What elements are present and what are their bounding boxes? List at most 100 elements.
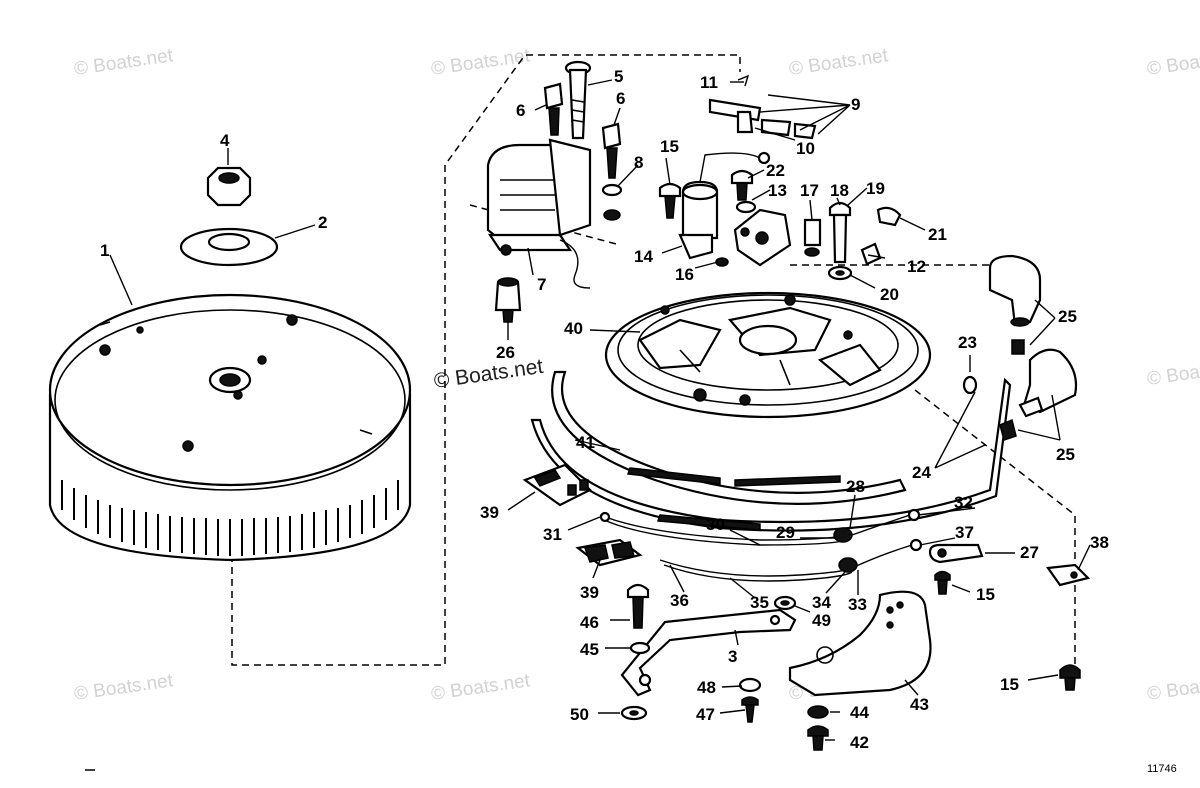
part-label-41: 41 — [576, 433, 595, 452]
part-label-16: 16 — [675, 265, 694, 284]
part-label-26: 26 — [496, 343, 515, 362]
clip-9 — [708, 98, 817, 140]
part-label-32: 32 — [954, 493, 973, 512]
part-label-11: 11 — [700, 73, 718, 92]
spark-plug-boot-25b — [999, 348, 1078, 441]
watermark-center: © Boats.net — [432, 355, 544, 393]
screw-47 — [741, 696, 759, 723]
nut-4 — [206, 166, 252, 207]
part-label-6: 6 — [616, 89, 625, 108]
connector-39a — [522, 463, 592, 507]
part-label-9: 9 — [851, 95, 860, 114]
washer-8 — [601, 183, 623, 221]
clip-21 — [876, 206, 902, 227]
leader-lines — [109, 79, 1091, 741]
screw-6b — [601, 122, 622, 179]
part-label-45: 45 — [580, 640, 599, 659]
clip-38 — [1046, 563, 1091, 587]
watermark: © Boats.net — [1146, 355, 1200, 390]
condenser-14 — [678, 151, 771, 260]
part-label-24: 24 — [912, 463, 931, 482]
part-label-22: 22 — [766, 161, 785, 180]
washer-2 — [179, 227, 279, 267]
part-label-39: 39 — [580, 583, 599, 602]
watermark: © Boats.net — [788, 45, 890, 80]
ignition-coil-7 — [486, 138, 592, 289]
part-label-43: 43 — [910, 695, 929, 714]
retainer-ring-24 — [530, 377, 1012, 532]
flywheel — [48, 293, 412, 562]
watermark: © Boats.net — [1146, 670, 1200, 705]
figure-number: 11746 — [1147, 763, 1177, 775]
part-label-39: 39 — [480, 503, 499, 522]
spring-23 — [962, 375, 978, 395]
part-label-48: 48 — [697, 678, 716, 697]
throttle-arm-3 — [620, 608, 797, 697]
part-label-1: 1 — [100, 241, 109, 260]
part-label-5: 5 — [614, 67, 623, 86]
spring-11 — [737, 74, 750, 87]
screw-15a — [658, 182, 682, 219]
part-label-2: 2 — [318, 213, 327, 232]
part-label-21: 21 — [928, 225, 947, 244]
screw-42 — [807, 725, 829, 751]
breaker-points — [715, 208, 792, 267]
watermark: © Boats.net — [73, 45, 175, 80]
washer-20 — [827, 265, 853, 281]
part-label-15: 15 — [1000, 675, 1019, 694]
screw-15c — [1059, 664, 1081, 691]
part-label-46: 46 — [580, 613, 599, 632]
part-label-30: 30 — [706, 515, 725, 534]
part-label-15: 15 — [660, 137, 679, 156]
spark-plug-boot-25a — [988, 254, 1042, 355]
part-label-12: 12 — [907, 257, 926, 276]
washer-45 — [629, 641, 651, 655]
part-label-19: 19 — [866, 179, 885, 198]
part-label-31: 31 — [543, 525, 562, 544]
flywheel-ring-gear-teeth — [61, 480, 399, 556]
screw-6a — [543, 82, 564, 136]
armature-plate-40 — [604, 291, 932, 419]
watermark: © Boats.net — [430, 670, 532, 705]
part-label-15: 15 — [976, 585, 995, 604]
part-label-28: 28 — [846, 477, 865, 496]
watermark: © Boats.net — [1146, 45, 1200, 80]
part-label-7: 7 — [537, 275, 546, 294]
screw-15b — [934, 570, 951, 595]
cam-43 — [788, 590, 932, 697]
part-label-36: 36 — [670, 591, 689, 610]
washer-44 — [807, 705, 829, 719]
washer-13 — [735, 200, 757, 214]
part-label-27: 27 — [1020, 543, 1039, 562]
part-label-8: 8 — [634, 153, 643, 172]
part-label-20: 20 — [880, 285, 899, 304]
part-label-23: 23 — [958, 333, 977, 352]
screw-17 — [803, 218, 822, 257]
part-label-4: 4 — [220, 131, 230, 150]
part-label-3: 3 — [728, 647, 737, 666]
washer-49 — [773, 595, 797, 611]
spark-plug-terminal-26 — [494, 277, 522, 323]
part-label-44: 44 — [850, 703, 869, 722]
part-label-18: 18 — [830, 181, 849, 200]
part-label-17: 17 — [800, 181, 819, 200]
part-label-25: 25 — [1058, 307, 1077, 326]
part-label-37: 37 — [955, 523, 974, 542]
wire-leads — [599, 508, 923, 582]
part-label-13: 13 — [768, 181, 787, 200]
part-label-34: 34 — [812, 593, 831, 612]
part-label-42: 42 — [850, 733, 869, 752]
washer-50 — [620, 705, 648, 721]
part-label-25: 25 — [1056, 445, 1075, 464]
connector-39b — [575, 538, 643, 567]
screw-22 — [730, 169, 754, 201]
part-label-40: 40 — [564, 319, 583, 338]
terminal-27 — [928, 543, 984, 564]
part-labels: 1 2 4 5 6 6 7 8 9 10 11 12 13 14 15 15 1… — [100, 67, 1109, 752]
screw-46 — [626, 583, 650, 629]
part-label-6: 6 — [516, 101, 525, 120]
part-label-33: 33 — [848, 595, 867, 614]
part-label-10: 10 — [796, 139, 815, 158]
washer-48 — [738, 677, 762, 693]
